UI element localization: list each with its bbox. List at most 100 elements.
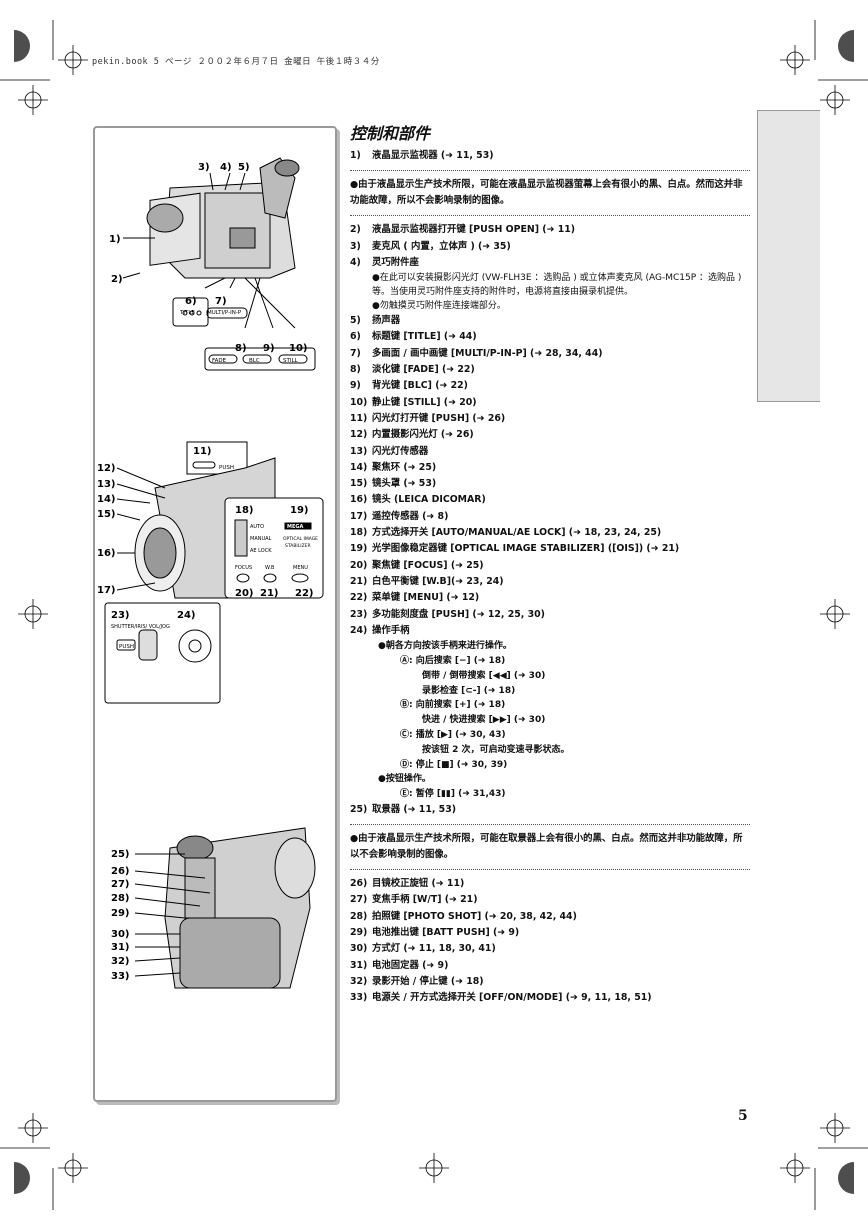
item4-note-2: ●勿触摸灵巧附件座连接端部分。	[372, 301, 506, 312]
list-item: 18)方式选择开关 [AUTO/MANUAL/AE LOCK] (➜ 18, 2…	[350, 527, 662, 539]
label-15: 15)	[97, 509, 116, 520]
camcorder-rear-view	[134, 827, 316, 989]
mega-label: MEGA	[287, 524, 303, 530]
label-21: 21)	[260, 588, 279, 599]
list-item: 7)多画面 / 画中画键 [MULTI/P-IN-P] (➜ 28, 34, 4…	[350, 347, 603, 359]
item24-press: ●按钮操作。	[378, 774, 431, 785]
viewfinder-note: ●由于液晶显示生产技术所限，可能在取景器上会有很小的黑、白点。然而这并非功能故障…	[350, 833, 743, 861]
list-item: 26)目镜校正旋钮 (➜ 11)	[350, 878, 465, 890]
label-17: 17)	[97, 585, 116, 596]
wb-label: W.B	[265, 565, 275, 571]
label-13: 13)	[97, 479, 116, 490]
label-19: 19)	[290, 505, 309, 516]
label-20: 20)	[235, 588, 254, 599]
label-9: 9)	[263, 343, 275, 354]
list-item: 28)拍照键 [PHOTO SHOT] (➜ 20, 38, 42, 44)	[350, 910, 577, 922]
label-30: 30)	[111, 929, 130, 940]
list-item: 23)多功能刻度盘 [PUSH] (➜ 12, 25, 30)	[350, 608, 545, 620]
list-item: 27)变焦手柄 [W/T] (➜ 21)	[350, 894, 478, 906]
label-18: 18)	[235, 505, 254, 516]
list-item: 19)光学图像稳定器键 [OPTICAL IMAGE STABILIZER] (…	[350, 543, 680, 555]
list-item: 29)电池推出键 [BATT PUSH] (➜ 9)	[350, 927, 520, 939]
list-item: 4)灵巧附件座	[350, 256, 419, 268]
list-item: 13)闪光灯传感器	[350, 445, 429, 457]
label-3: 3)	[198, 162, 210, 173]
list-item: 33)电源关 / 开方式选择开关 [OFF/ON/MODE] (➜ 9, 11,…	[350, 992, 652, 1004]
item24-a2: 倒带 / 倒带搜索 [◀◀] (➜ 30)	[422, 670, 546, 681]
illustration-panel: 3) 4) 5) 1) 2) 6) 7) TITLE MULTI/P-IN-P …	[93, 126, 337, 1102]
divider	[350, 869, 750, 871]
page-title: 控制和部件	[350, 124, 431, 143]
push-dial-label: PUSH	[119, 644, 134, 650]
push-label: PUSH	[219, 465, 234, 471]
ois-label-1: OPTICAL IMAGE	[283, 536, 318, 542]
list-item: 6)标题键 [TITLE] (➜ 44)	[350, 331, 477, 343]
list-item: 24)操作手柄	[350, 624, 410, 636]
fade-button-label: FADE	[212, 358, 227, 364]
label-4: 4)	[220, 162, 232, 173]
page-number: 5	[738, 1108, 748, 1124]
divider	[350, 215, 750, 217]
blc-button-label: BLC	[249, 358, 260, 364]
label-29: 29)	[111, 908, 130, 919]
label-6: 6)	[185, 296, 197, 307]
label-22: 22)	[295, 588, 314, 599]
list-item: 30)方式灯 (➜ 11, 18, 30, 41)	[350, 943, 496, 955]
label-32: 32)	[111, 956, 130, 967]
divider	[350, 824, 750, 826]
divider	[350, 170, 750, 172]
camcorder-illustrations: 3) 4) 5) 1) 2) 6) 7) TITLE MULTI/P-IN-P …	[97, 157, 324, 989]
camcorder-front-view	[122, 157, 316, 371]
list-item: 12)内置摄影闪光灯 (➜ 26)	[350, 429, 474, 441]
title-button-label: TITLE	[179, 310, 195, 316]
multi-button-label: MULTI/P-IN-P	[207, 310, 242, 316]
label-25: 25)	[111, 849, 130, 860]
camcorder-side-view	[104, 441, 324, 704]
list-item: 22)菜单键 [MENU] (➜ 12)	[350, 592, 480, 604]
label-31: 31)	[111, 942, 130, 953]
focus-label: FOCUS	[235, 565, 252, 571]
list-item: 20)聚焦键 [FOCUS] (➜ 25)	[350, 559, 484, 571]
item24-c1: Ⓒ: 播放 [▶] (➜ 30, 43)	[400, 729, 506, 740]
list-item: 3)麦克风 ( 内置，立体声 ) (➜ 35)	[350, 240, 511, 252]
print-header: pekin.book 5 ページ ２００２年６月７日 金曜日 午後１時３４分	[92, 57, 380, 67]
item24-a3: 录影检查 [⊂-] (➜ 18)	[422, 685, 516, 696]
label-8: 8)	[235, 343, 247, 354]
shutter-label: SHUTTER/IRIS/ VOL/JOG	[111, 624, 170, 630]
item4-note-1: ●在此可以安装摄影闪光灯 (VW-FLH3E ：选购品 ) 或立体声麦克风 (A…	[372, 273, 742, 298]
item24-e1: Ⓔ: 暂停 [▮▮] (➜ 31,43)	[400, 789, 506, 800]
label-24: 24)	[177, 610, 196, 621]
auto-label: AUTO	[250, 524, 264, 530]
list-item: 15)镜头罩 (➜ 53)	[350, 478, 437, 490]
item24-b1: Ⓑ: 向前搜索 [+] (➜ 18)	[400, 700, 506, 711]
item24-b2: 快进 / 快进搜索 [▶▶] (➜ 30)	[422, 715, 546, 726]
item24-c2: 按该钮 2 次，可启动变速寻影状态。	[422, 744, 570, 755]
lcd-note: ●由于液晶显示生产技术所限，可能在液晶显示监视器萤幕上会有很小的黑、白点。然而这…	[350, 179, 743, 207]
label-11: 11)	[193, 446, 212, 457]
label-28: 28)	[111, 893, 130, 904]
label-26: 26)	[111, 866, 130, 877]
aelock-label: AE LOCK	[250, 548, 272, 554]
list-item: 21)白色平衡键 [W.B](➜ 23, 24)	[350, 575, 504, 587]
item24-intro: ●朝各方向按该手柄来进行操作。	[378, 641, 512, 652]
manual-label: MANUAL	[250, 536, 272, 542]
list-item: 14)聚焦环 (➜ 25)	[350, 461, 437, 473]
label-1: 1)	[109, 234, 121, 245]
item24-d1: Ⓓ: 停止 [■] (➜ 30, 39)	[400, 759, 508, 770]
list-item: 11)闪光灯打开键 [PUSH] (➜ 26)	[350, 412, 506, 424]
list-item: 1)液晶显示监视器 (➜ 11, 53)	[350, 150, 494, 161]
list-item: 17)遥控传感器 (➜ 8)	[350, 510, 449, 522]
label-7: 7)	[215, 296, 227, 307]
list-item-25: 25)取景器 (➜ 11, 53)	[350, 803, 456, 815]
list-item: 9)背光键 [BLC] (➜ 22)	[350, 380, 468, 392]
label-2: 2)	[111, 274, 123, 285]
list-item: 16)镜头 (LEICA DICOMAR)	[350, 494, 486, 506]
menu-label: MENU	[293, 565, 308, 571]
ois-label-2: STABILIZER	[285, 543, 311, 549]
list-item: 8)淡化键 [FADE] (➜ 22)	[350, 364, 475, 376]
item24-a1: Ⓐ: 向后搜索 [−] (➜ 18)	[400, 655, 506, 666]
still-button-label: STILL	[283, 358, 299, 364]
label-27: 27)	[111, 879, 130, 890]
list-item: 32)录影开始 / 停止键 (➜ 18)	[350, 975, 484, 987]
parts-list: 控制和部件 1)液晶显示监视器 (➜ 11, 53) ●由于液晶显示生产技术所限…	[350, 120, 750, 1007]
